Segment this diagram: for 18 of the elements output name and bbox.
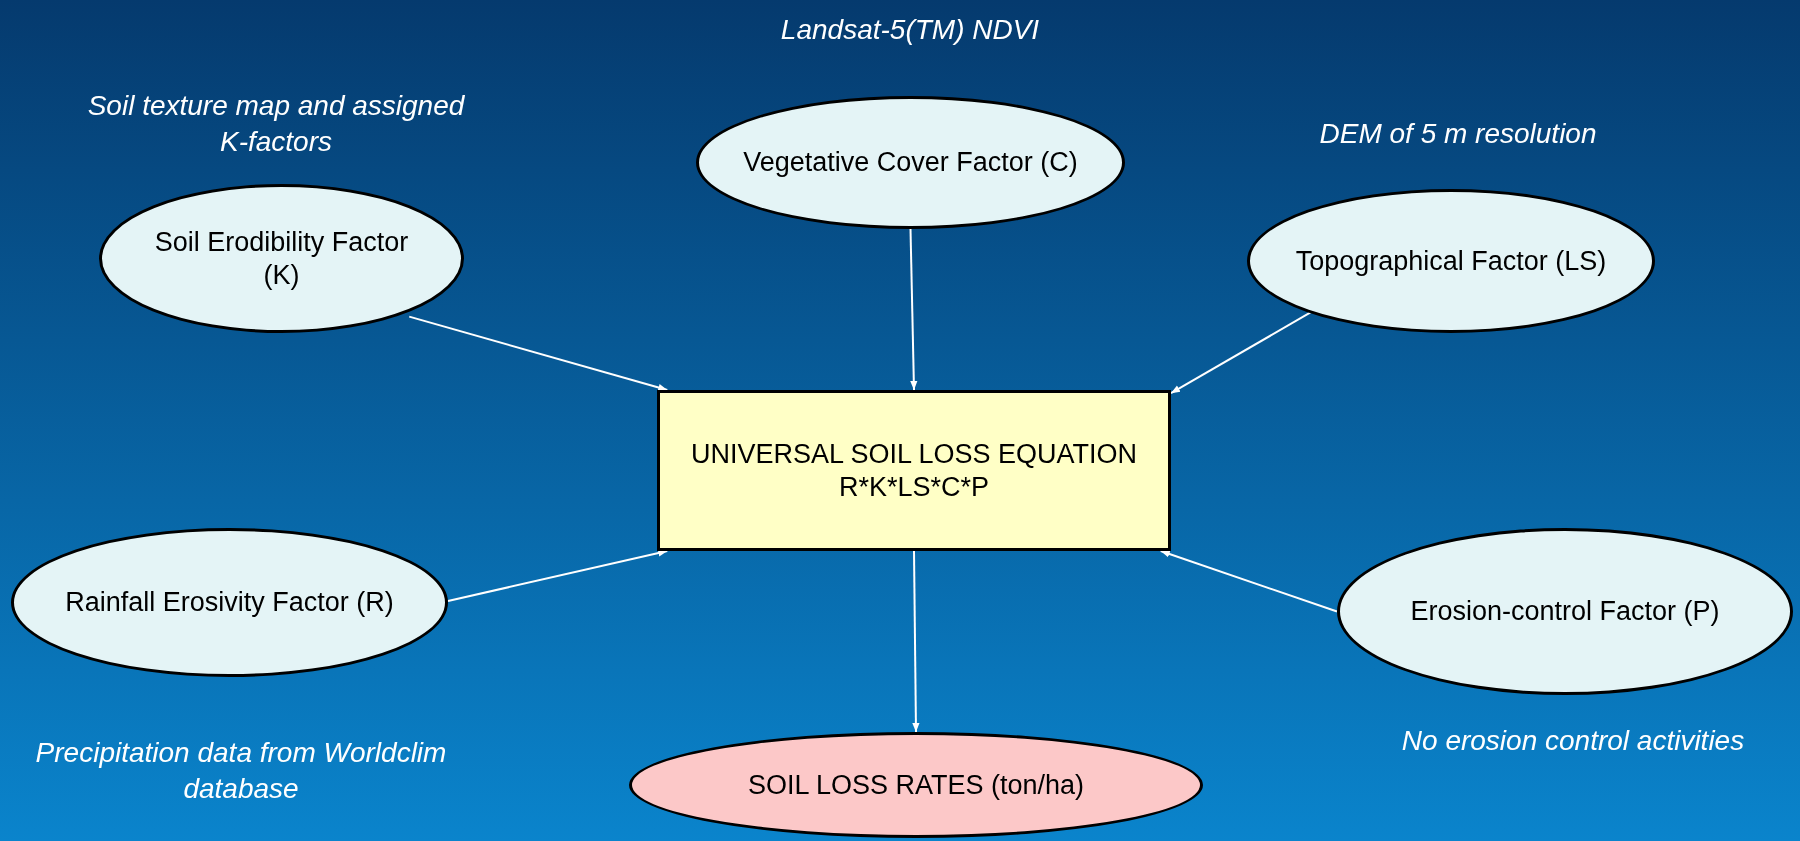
source-note: Landsat-5(TM) NDVI bbox=[779, 13, 1041, 47]
arrow bbox=[912, 550, 920, 733]
arrow bbox=[408, 315, 669, 391]
source-note: Soil texture map and assigned K-factors bbox=[86, 89, 466, 160]
node-label: Rainfall Erosivity Factor (R) bbox=[65, 586, 394, 619]
arrow bbox=[447, 549, 669, 602]
arrow bbox=[1159, 550, 1338, 613]
node-label: Topographical Factor (LS) bbox=[1295, 244, 1607, 278]
node-label: Soil Erodibility Factor (K) bbox=[153, 226, 410, 291]
node-label: Erosion-control Factor (P) bbox=[1410, 595, 1720, 628]
node-label: UNIVERSAL SOIL LOSS EQUATION R*K*LS*C*P bbox=[689, 438, 1139, 503]
arrow bbox=[909, 228, 918, 391]
equation-box bbox=[657, 390, 1171, 551]
node-label: SOIL LOSS RATES (ton/ha) bbox=[747, 768, 1085, 802]
source-note: DEM of 5 m resolution bbox=[1318, 117, 1598, 151]
source-note: Precipitation data from Worldclim database bbox=[34, 736, 448, 807]
source-note: No erosion control activities bbox=[1400, 724, 1746, 758]
node-label: Vegetative Cover Factor (C) bbox=[743, 146, 1078, 179]
